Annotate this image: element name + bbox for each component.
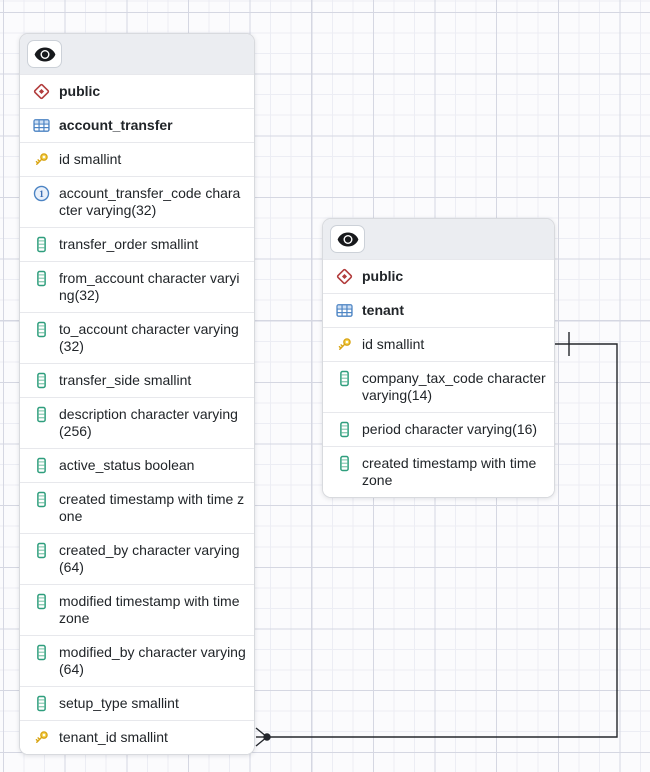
primary-key-icon [33, 729, 50, 746]
column-label: company_tax_code character varying(14) [362, 370, 546, 403]
eye-icon [337, 232, 358, 246]
table-node-account-transfer[interactable]: public account_transfer id smallint 1 acco… [19, 33, 255, 755]
column-row: 1 account_transfer_code character varying… [20, 176, 254, 227]
column-icon [336, 370, 353, 387]
unique-key-icon: 1 [33, 185, 50, 202]
column-label: id smallint [59, 151, 122, 167]
table-icon [336, 302, 353, 319]
column-row: tenant_id smallint [20, 720, 254, 754]
column-label: setup_type smallint [59, 695, 179, 711]
schema-name: public [362, 268, 404, 284]
column-row: id smallint [323, 327, 554, 361]
schema-icon [33, 83, 50, 100]
column-label: description character varying(256) [59, 406, 238, 439]
column-icon [33, 542, 50, 559]
column-label: account_transfer_code character varying(… [59, 185, 241, 218]
table-name-row: account_transfer [20, 108, 254, 142]
column-row: to_account character varying(32) [20, 312, 254, 363]
column-label: active_status boolean [59, 457, 195, 473]
node-header [323, 219, 554, 259]
node-header [20, 34, 254, 74]
column-row: description character varying(256) [20, 397, 254, 448]
column-label: created timestamp with time zone [59, 491, 245, 524]
table-name: tenant [362, 302, 404, 318]
column-label: created_by character varying(64) [59, 542, 240, 575]
column-icon [33, 321, 50, 338]
table-icon [33, 117, 50, 134]
column-icon [33, 457, 50, 474]
column-row: transfer_order smallint [20, 227, 254, 261]
column-row: from_account character varying(32) [20, 261, 254, 312]
column-label: transfer_side smallint [59, 372, 192, 388]
show-details-button[interactable] [330, 225, 365, 253]
schema-row: public [323, 259, 554, 293]
column-icon [336, 421, 353, 438]
show-details-button[interactable] [27, 40, 62, 68]
primary-key-icon [336, 336, 353, 353]
column-label: transfer_order smallint [59, 236, 199, 252]
table-name-row: tenant [323, 293, 554, 327]
column-row: id smallint [20, 142, 254, 176]
column-label: created timestamp with time zone [362, 455, 537, 488]
column-row: company_tax_code character varying(14) [323, 361, 554, 412]
column-row: active_status boolean [20, 448, 254, 482]
column-icon [33, 695, 50, 712]
column-row: created_by character varying(64) [20, 533, 254, 584]
column-icon [33, 270, 50, 287]
column-icon [33, 406, 50, 423]
column-label: to_account character varying(32) [59, 321, 239, 354]
column-icon [33, 372, 50, 389]
svg-text:1: 1 [39, 189, 44, 200]
column-label: modified_by character varying(64) [59, 644, 246, 677]
column-icon [33, 236, 50, 253]
column-row: transfer_side smallint [20, 363, 254, 397]
table-name: account_transfer [59, 117, 173, 133]
column-label: modified timestamp with time zone [59, 593, 240, 626]
column-row: period character varying(16) [323, 412, 554, 446]
table-node-tenant[interactable]: public tenant id smallint company_tax_cod… [322, 218, 555, 498]
schema-name: public [59, 83, 101, 99]
column-row: created timestamp with time zone [20, 482, 254, 533]
column-label: from_account character varying(32) [59, 270, 240, 303]
column-icon [336, 455, 353, 472]
eye-icon [34, 47, 55, 61]
column-icon [33, 491, 50, 508]
column-label: tenant_id smallint [59, 729, 168, 745]
schema-icon [336, 268, 353, 285]
column-icon [33, 644, 50, 661]
column-row: modified timestamp with time zone [20, 584, 254, 635]
schema-row: public [20, 74, 254, 108]
column-icon [33, 593, 50, 610]
column-label: period character varying(16) [362, 421, 538, 437]
column-row: setup_type smallint [20, 686, 254, 720]
primary-key-icon [33, 151, 50, 168]
column-row: created timestamp with time zone [323, 446, 554, 497]
column-row: modified_by character varying(64) [20, 635, 254, 686]
column-label: id smallint [362, 336, 425, 352]
